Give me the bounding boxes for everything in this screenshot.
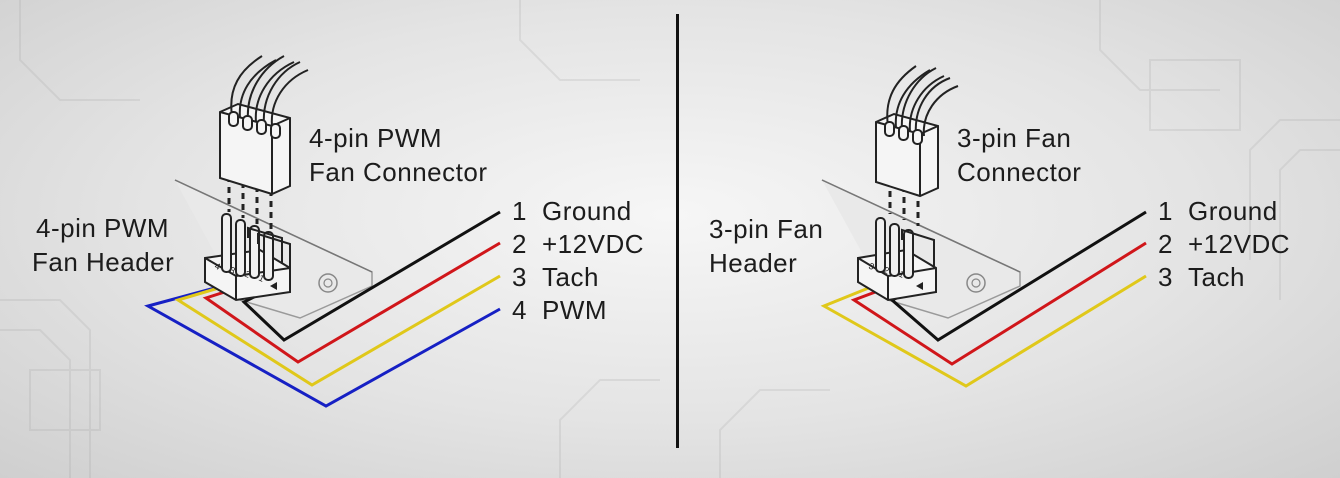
left-pin-row-4: 4 PWM <box>512 295 607 326</box>
left-mount-hole-inner <box>323 278 333 288</box>
right-motherboard-plate <box>821 179 1021 319</box>
right-mount-hole-inner <box>971 278 981 288</box>
right-wire-tach <box>820 274 1147 388</box>
pin-name: +12VDC <box>1188 229 1290 259</box>
right-mount-hole-outer <box>966 273 986 293</box>
right-pin-row-2: 2 +12VDC <box>1158 229 1290 260</box>
right-wire-power <box>850 241 1147 366</box>
pin-number: 1 <box>1158 196 1173 226</box>
pin-number: 2 <box>1158 229 1173 259</box>
left-4pin-illustration: 4 3 2 1 <box>144 55 501 408</box>
left-wire-ground <box>241 210 501 342</box>
pin-number: 4 <box>512 295 527 325</box>
right-pin-row-3: 3 Tach <box>1158 262 1245 293</box>
right-pin1-marker <box>916 282 923 290</box>
pin-number: 3 <box>512 262 527 292</box>
left-pin-row-3: 3 Tach <box>512 262 599 293</box>
pin-name: Ground <box>542 196 632 226</box>
left-header-label-line2: Fan Header <box>32 247 175 277</box>
pin-name: +12VDC <box>542 229 644 259</box>
right-connector-label-line2: Connector <box>957 157 1082 187</box>
left-wire-pwm <box>144 283 501 408</box>
left-mount-hole-outer <box>318 273 338 293</box>
left-wire-tach <box>174 274 501 387</box>
pin-number: 3 <box>1158 262 1173 292</box>
left-pin-row-1: 1 Ground <box>512 196 632 227</box>
right-header-label-line1: 3-pin Fan <box>709 214 824 244</box>
pin-name: PWM <box>542 295 608 325</box>
left-header-pin-number: 2 <box>243 269 252 280</box>
left-header-label-line1: 4-pin PWM <box>36 213 170 243</box>
pin-number: 1 <box>512 196 527 226</box>
right-header-pin-number: 1 <box>897 269 906 280</box>
right-header-pin-number: 2 <box>882 265 891 276</box>
pin-name: Tach <box>1188 262 1245 292</box>
pin-number: 2 <box>512 229 527 259</box>
left-header-pin-number: 1 <box>257 273 266 284</box>
left-header-pin-number: 4 <box>213 261 222 272</box>
right-pin-row-1: 1 Ground <box>1158 196 1278 227</box>
pin-name: Ground <box>1188 196 1278 226</box>
right-header-label-line2: Header <box>709 248 798 278</box>
left-connector-label-line1: 4-pin PWM <box>309 123 443 153</box>
left-header-pin-number: 3 <box>228 265 237 276</box>
left-wire-power <box>202 241 501 364</box>
right-3pin-illustration: 3 2 1 <box>820 65 1147 388</box>
left-pin1-marker <box>270 282 277 290</box>
left-connector-label-line2: Fan Connector <box>309 157 488 187</box>
panel-divider <box>676 14 679 448</box>
right-plate-edge-line <box>821 179 1021 273</box>
pin-name: Tach <box>542 262 599 292</box>
left-pin-row-2: 2 +12VDC <box>512 229 644 260</box>
right-header-pin-number: 3 <box>867 261 876 272</box>
right-connector-label-line1: 3-pin Fan <box>957 123 1072 153</box>
left-plate-edge-line <box>174 179 373 273</box>
